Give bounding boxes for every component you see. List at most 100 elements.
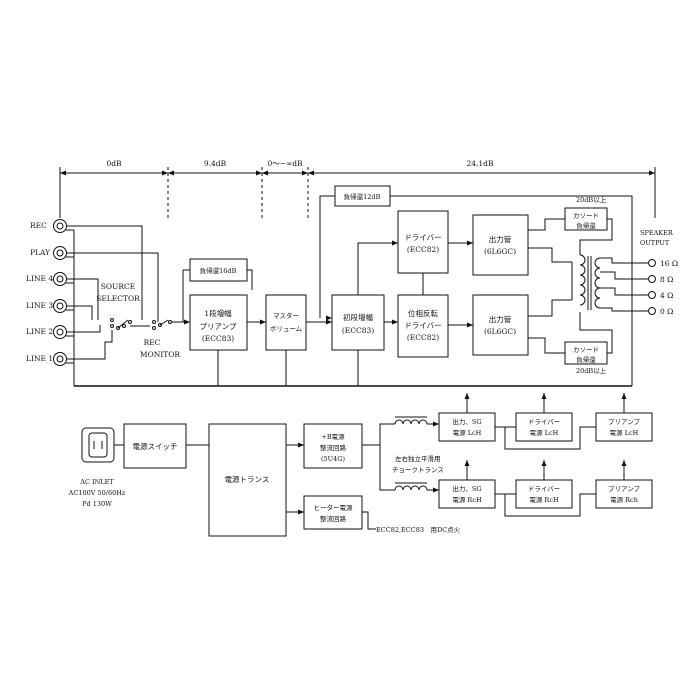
- output-tube-bottom-label-2: (6L6GC): [484, 327, 516, 336]
- driver-top-block: ドライバー (ECC82): [397, 210, 449, 274]
- source-selector-label-2: SELECTOR: [96, 294, 140, 303]
- gain-bar: 0dB 9.4dB 0～−∞dB 24.1dB: [59, 159, 656, 218]
- gain-label-9db: 9.4dB: [204, 159, 227, 168]
- heater-rectifier-block: ヒーター電源 整流回路: [303, 495, 363, 530]
- jack-rec: [53, 219, 67, 233]
- preamp-stage1-label-1: 1段増幅: [204, 308, 232, 318]
- heater-rectifier-label-2: 整流回路: [320, 514, 347, 523]
- phase-inverter-block: 位相反転 ドライバー (ECC82): [397, 294, 449, 358]
- psu-driver-lch-block: ドライバー 電源 LcH: [515, 412, 573, 442]
- output-tube-top-label-2: (6L6GC): [484, 247, 516, 256]
- output-tube-top-block: 出力管 (6L6GC): [472, 214, 529, 276]
- cathode-feedback-top-label-2: 負帰還: [576, 221, 596, 230]
- ac-inlet: AC INLET AC100V 50/60Hz Pd 130W: [68, 427, 126, 508]
- terminal-4ohm-label: 4 Ω: [660, 291, 673, 300]
- psu-driver-lch-label-1: ドライバー: [528, 418, 560, 426]
- output-transformer: [579, 254, 648, 312]
- psu-driver-rch-label-1: ドライバー: [528, 485, 560, 493]
- b-rectifier-label-1: +B電源: [321, 432, 345, 441]
- terminal-16ohm: [648, 259, 656, 267]
- terminal-0ohm: [648, 307, 656, 315]
- power-switch-block: 電源スイッチ: [123, 423, 187, 469]
- choke-note-label-2: チョークトランス: [392, 466, 444, 474]
- psu-driver-rch-label-2: 電源 RcH: [529, 495, 559, 504]
- source-selector: SOURCE SELECTOR: [96, 282, 150, 330]
- driver-top-label-2: (ECC82): [407, 245, 439, 254]
- cathode-feedback-bottom-label-1: カソード: [573, 346, 599, 354]
- psu-preamp-rch-label-1: プリアンプ: [608, 485, 641, 493]
- preamp-stage1-block: 1段増幅 プリアンプ (ECC83): [189, 294, 248, 351]
- psu-output-rch-label-2: 電源 RcH: [452, 495, 482, 504]
- driver-top-label-1: ドライバー: [404, 233, 441, 242]
- psu-output-lch-label-2: 電源 LcH: [453, 428, 482, 437]
- phase-inverter-label-1: 位相反転: [408, 308, 438, 318]
- power-transformer-block: 電源トランス: [208, 423, 287, 537]
- cathode-feedback-top-label-1: カソード: [573, 212, 599, 220]
- source-selector-label-1: SOURCE: [101, 282, 135, 291]
- psu-output-lch-label-1: 出力、SG: [452, 417, 481, 426]
- input-label-play: PLAY: [30, 248, 51, 257]
- jack-line2: [53, 325, 67, 339]
- input-label-line3: LINE 3: [26, 301, 53, 310]
- feedback-12db-label: 負帰還12dB: [344, 192, 381, 201]
- terminal-4ohm: [648, 291, 656, 299]
- cathode-feedback-bottom: カソード 負帰還 20dB以上: [564, 341, 608, 375]
- terminal-8ohm: [648, 275, 656, 283]
- ac-inlet-label-3: Pd 130W: [82, 500, 112, 508]
- psu-preamp-rch-block: プリアンプ 電源 Rch: [595, 479, 653, 509]
- phase-inverter-label-2: ドライバー: [404, 321, 441, 330]
- power-transformer-label: 電源トランス: [225, 475, 270, 484]
- gain-label-0db: 0dB: [106, 159, 122, 168]
- choke-rch: [394, 482, 439, 493]
- choke-lch: [394, 416, 439, 427]
- output-tube-bottom-block: 出力管 (6L6GC): [472, 294, 529, 356]
- choke-note-label-1: 左右独立平滑用: [395, 454, 441, 463]
- preamp-stage1-label-2: プリアンプ: [200, 322, 237, 331]
- rec-monitor-switch: REC MONITOR: [140, 319, 190, 359]
- first-stage-label-2: (ECC83): [342, 326, 374, 335]
- first-stage-label-1: 初段増幅: [343, 312, 373, 322]
- rec-monitor-label-2: MONITOR: [140, 350, 181, 359]
- b-rectifier-label-3: (5U4G): [321, 455, 345, 463]
- psu-preamp-lch-label-2: 電源 LcH: [610, 428, 639, 437]
- psu-preamp-lch-label-1: プリアンプ: [608, 418, 641, 426]
- feedback-16db-label: 負帰還16dB: [200, 266, 237, 275]
- speaker-output-label-2: OUTPUT: [640, 239, 670, 247]
- psu-output-rch-label-1: 出力、SG: [452, 484, 481, 493]
- speaker-output: SPEAKER OUTPUT 16 Ω 8 Ω 4 Ω 0 Ω: [398, 195, 678, 386]
- psu-preamp-rch-label-2: 電源 Rch: [610, 495, 638, 504]
- gain-label-24db: 24.1dB: [466, 159, 494, 168]
- input-label-line2: LINE 2: [26, 327, 53, 336]
- power-switch-label: 電源スイッチ: [133, 442, 178, 451]
- jack-line3: [53, 299, 67, 313]
- b-rectifier-label-2: 整流回路: [320, 443, 347, 452]
- input-jacks: REC PLAY LINE 4 LINE 3 LINE 2 LINE 1: [26, 219, 159, 386]
- input-label-line1: LINE 1: [26, 354, 53, 363]
- ac-inlet-label-2: AC100V 50/60Hz: [68, 489, 126, 497]
- master-volume-label-2: ボリューム: [270, 325, 303, 333]
- psu-output-lch-block: 出力、SG 電源 LcH: [438, 412, 496, 442]
- cathode-feedback-top-note: 20dB以上: [576, 195, 607, 204]
- psu-driver-rch-block: ドライバー 電源 RcH: [515, 479, 573, 509]
- speaker-output-label-1: SPEAKER: [640, 229, 674, 237]
- jack-line1: [53, 352, 67, 366]
- phase-inverter-label-3: (ECC82): [407, 333, 439, 342]
- output-tube-top-label-1: 出力管: [489, 234, 512, 244]
- psu-preamp-lch-block: プリアンプ 電源 LcH: [595, 412, 653, 442]
- rec-monitor-label-1: REC: [144, 338, 161, 347]
- gain-label-volume: 0～−∞dB: [267, 159, 303, 168]
- first-stage-block: 初段増幅 (ECC83): [331, 294, 385, 351]
- ac-inlet-label-1: AC INLET: [79, 478, 114, 486]
- psu-driver-lch-label-2: 電源 LcH: [530, 428, 559, 437]
- cathode-feedback-top: 20dB以上 カソード 負帰還: [564, 195, 608, 231]
- jack-play: [53, 246, 67, 260]
- heater-note: ECC82,ECC83 用DC点火: [376, 526, 461, 534]
- terminal-16ohm-label: 16 Ω: [660, 259, 678, 268]
- terminal-8ohm-label: 8 Ω: [660, 275, 673, 284]
- master-volume-block: マスター ボリューム: [265, 294, 307, 351]
- heater-rectifier-label-1: ヒーター電源: [314, 503, 354, 512]
- master-volume-label-1: マスター: [273, 311, 299, 320]
- output-tube-bottom-label-1: 出力管: [489, 314, 512, 324]
- jack-line4: [53, 272, 67, 286]
